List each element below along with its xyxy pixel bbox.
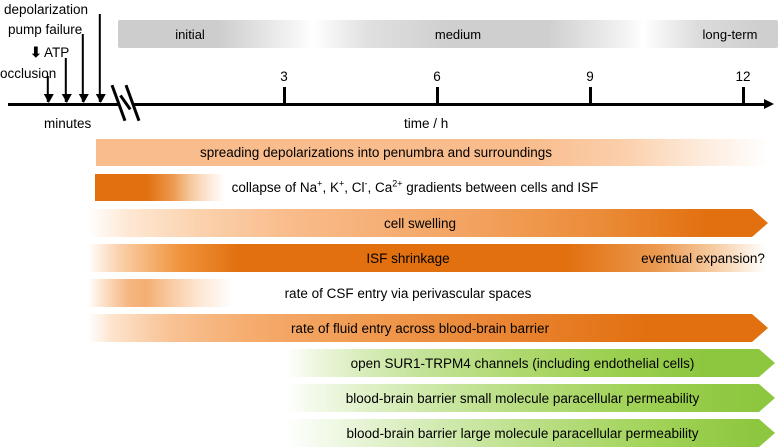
event-label-occlusion: occlusion [0,66,57,81]
row-label: cell swelling [383,215,457,231]
row-csf-entry-perivascular: rate of CSF entry via perivascular space… [88,279,768,307]
minutes-label: minutes [44,116,92,131]
row-spreading-depolarizations: spreading depolarizations into penumbra … [96,139,768,166]
row-bbb-small-molecule-permeability: blood-brain barrier small molecule parac… [286,384,775,412]
row-label: rate of fluid entry across blood-brain b… [290,320,550,336]
row-ion-gradient-collapse: collapse of Na+, K+, Cl-, Ca2+ gradients… [95,174,768,201]
down-arrow-glyph: ⬇ [30,44,42,60]
row-arrow-tip [752,314,768,342]
phase-bar [118,20,778,48]
time-axis-caption: time / h [404,116,449,131]
time-tick-label-6: 6 [433,69,441,84]
time-axis-line-left [8,103,118,106]
time-axis-arrowhead [764,99,774,109]
row-band [95,174,768,201]
row-isf-shrinkage: ISF shrinkage eventual expansion? [88,244,768,272]
time-tick-12 [742,87,745,104]
row-arrow-tip [759,419,775,447]
time-tick-6 [436,87,439,104]
row-sur1-trpm4-channels: open SUR1-TRPM4 channels (including endo… [286,349,775,377]
event-arrow-depolarization [96,14,107,103]
row-label: blood-brain barrier large molecule parac… [346,425,699,441]
time-tick-label-12: 12 [735,69,751,84]
row-band [88,279,768,307]
time-tick-9 [589,87,592,104]
row-arrow-tip [759,349,775,377]
event-label-pump-failure: pump failure [8,22,83,37]
row-fluid-entry-bbb: rate of fluid entry across blood-brain b… [88,314,768,342]
time-tick-label-3: 3 [280,69,288,84]
time-tick-label-9: 9 [586,69,594,84]
event-arrow-atp [62,58,73,103]
row-band [88,209,752,237]
event-label-atp: ATP [44,45,70,60]
row-label-text: collapse of Na+, K+, Cl-, Ca2+ gradients… [231,178,599,195]
row-band [286,384,759,412]
row-label: blood-brain barrier small molecule parac… [345,390,700,406]
row-label: ISF shrinkage [366,250,450,266]
row-label: collapse of Na+, K+, Cl-, Ca2+ gradients… [95,174,735,201]
time-tick-3 [283,87,286,104]
event-label-depolarization: depolarization [4,2,89,17]
row-bbb-large-molecule-permeability: blood-brain barrier large molecule parac… [286,419,775,447]
phase-label-initial: initial [175,27,205,42]
row-label: rate of CSF entry via perivascular space… [284,285,532,301]
phase-label-long-term: long-term [702,27,758,42]
row-band [88,314,752,342]
row-band [88,244,768,272]
time-axis-line-right [132,103,766,106]
row-label: open SUR1-TRPM4 channels (including endo… [350,355,695,371]
phase-bar-gradient [118,20,778,48]
row-arrow-tip [752,209,768,237]
event-arrow-occlusion [44,76,55,103]
row-band [286,419,759,447]
row-label: spreading depolarizations into penumbra … [200,145,552,160]
row-cell-swelling: cell swelling [88,209,768,237]
row-band [96,139,768,166]
row-arrow-tip [759,384,775,412]
row-band [286,349,759,377]
event-arrow-pump-failure [79,34,90,103]
phase-label-medium: medium [434,27,482,42]
row-label-secondary: eventual expansion? [641,250,765,266]
